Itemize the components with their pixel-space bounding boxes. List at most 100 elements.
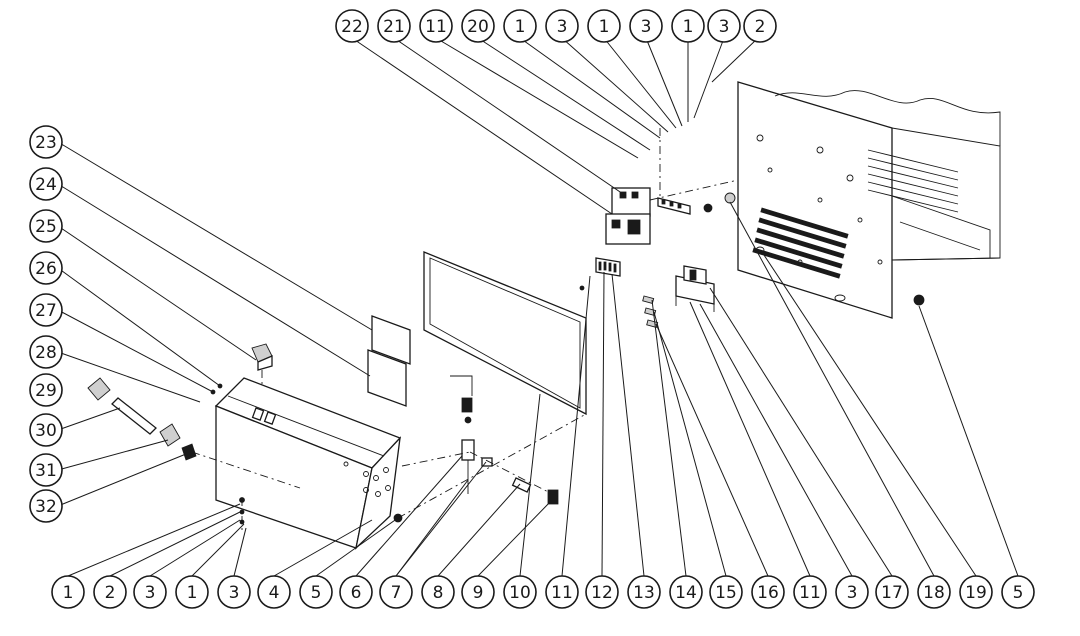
callout-bottom-12: 10	[503, 575, 537, 609]
callout-top-8: 3	[629, 9, 663, 43]
svg-text:1: 1	[683, 17, 694, 37]
svg-text:1: 1	[599, 17, 610, 37]
svg-text:9: 9	[473, 583, 484, 603]
callout-left-7: 29	[29, 373, 63, 407]
back-panel	[737, 81, 1001, 319]
svg-text:11: 11	[551, 583, 573, 603]
svg-text:18: 18	[923, 583, 945, 603]
svg-text:25: 25	[35, 217, 57, 237]
callout-bottom-22: 18	[917, 575, 951, 609]
svg-text:13: 13	[633, 583, 655, 603]
svg-text:3: 3	[641, 17, 652, 37]
glass-frame	[423, 251, 587, 416]
svg-text:20: 20	[467, 17, 489, 37]
callout-left-10: 32	[29, 489, 63, 523]
svg-text:22: 22	[341, 17, 363, 37]
svg-text:5: 5	[1013, 583, 1024, 603]
callout-left-5: 27	[29, 293, 63, 327]
svg-text:3: 3	[719, 17, 730, 37]
parts-drawing	[87, 81, 1001, 550]
callout-top-1: 22	[335, 9, 369, 43]
callout-left-2: 24	[29, 167, 63, 201]
callouts: 22 21 11 20 1 3 1 3 1 3 2 23 24 25 26 27…	[29, 9, 1035, 609]
svg-text:21: 21	[383, 17, 405, 37]
svg-text:23: 23	[35, 133, 57, 153]
svg-text:11: 11	[799, 583, 821, 603]
callout-bottom-17: 15	[709, 575, 743, 609]
svg-text:1: 1	[187, 583, 198, 603]
relay	[675, 265, 715, 312]
callout-bottom-18: 16	[751, 575, 785, 609]
terminal-block	[595, 257, 621, 277]
callout-top-10: 3	[707, 9, 741, 43]
svg-text:28: 28	[35, 343, 57, 363]
callout-top-3: 11	[419, 9, 453, 43]
svg-text:3: 3	[229, 583, 240, 603]
callout-left-3: 25	[29, 209, 63, 243]
callout-left-6: 28	[29, 335, 63, 369]
svg-text:8: 8	[433, 583, 444, 603]
svg-text:3: 3	[145, 583, 156, 603]
callout-bottom-8: 6	[339, 575, 373, 609]
callout-bottom-6: 4	[257, 575, 291, 609]
svg-text:19: 19	[965, 583, 987, 603]
svg-text:17: 17	[881, 583, 903, 603]
svg-text:1: 1	[515, 17, 526, 37]
svg-text:7: 7	[391, 583, 402, 603]
control-box	[214, 377, 402, 550]
callout-top-9: 1	[671, 9, 705, 43]
callout-left-9: 31	[29, 453, 63, 487]
svg-text:29: 29	[35, 381, 57, 401]
svg-text:6: 6	[351, 583, 362, 603]
svg-text:3: 3	[847, 583, 858, 603]
callout-bottom-11: 9	[461, 575, 495, 609]
callout-bottom-15: 13	[627, 575, 661, 609]
callout-bottom-1: 1	[51, 575, 85, 609]
callout-bottom-10: 8	[421, 575, 455, 609]
svg-text:2: 2	[105, 583, 116, 603]
callout-top-2: 21	[377, 9, 411, 43]
knob	[251, 343, 273, 371]
callout-bottom-3: 3	[133, 575, 167, 609]
svg-text:5: 5	[311, 583, 322, 603]
label-sheets	[367, 315, 411, 407]
callout-top-4: 20	[461, 9, 495, 43]
svg-text:32: 32	[35, 497, 57, 517]
contactor-block	[605, 187, 651, 245]
callout-bottom-19: 11	[793, 575, 827, 609]
callout-bottom-14: 12	[585, 575, 619, 609]
callout-bottom-16: 14	[669, 575, 703, 609]
callout-left-8: 30	[29, 413, 63, 447]
svg-text:3: 3	[557, 17, 568, 37]
svg-text:27: 27	[35, 301, 57, 321]
callout-bottom-24: 5	[1001, 575, 1035, 609]
terminal-strip	[657, 197, 691, 215]
callout-top-7: 1	[587, 9, 621, 43]
callout-bottom-2: 2	[93, 575, 127, 609]
svg-text:12: 12	[591, 583, 613, 603]
callout-bottom-23: 19	[959, 575, 993, 609]
svg-text:10: 10	[509, 583, 531, 603]
svg-text:16: 16	[757, 583, 779, 603]
svg-text:14: 14	[675, 583, 697, 603]
callout-bottom-9: 7	[379, 575, 413, 609]
leader-lines	[57, 37, 1019, 577]
callout-top-11: 2	[743, 9, 777, 43]
callout-left-1: 23	[29, 125, 63, 159]
svg-text:24: 24	[35, 175, 57, 195]
svg-text:2: 2	[755, 17, 766, 37]
svg-text:11: 11	[425, 17, 447, 37]
callout-bottom-4: 1	[175, 575, 209, 609]
callout-left-4: 26	[29, 251, 63, 285]
callout-top-6: 3	[545, 9, 579, 43]
callout-bottom-20: 3	[835, 575, 869, 609]
callout-bottom-21: 17	[875, 575, 909, 609]
svg-text:1: 1	[63, 583, 74, 603]
callout-top-5: 1	[503, 9, 537, 43]
callout-bottom-13: 11	[545, 575, 579, 609]
element-assembly	[87, 377, 197, 461]
callout-bottom-5: 3	[217, 575, 251, 609]
svg-text:15: 15	[715, 583, 737, 603]
svg-text:31: 31	[35, 461, 57, 481]
